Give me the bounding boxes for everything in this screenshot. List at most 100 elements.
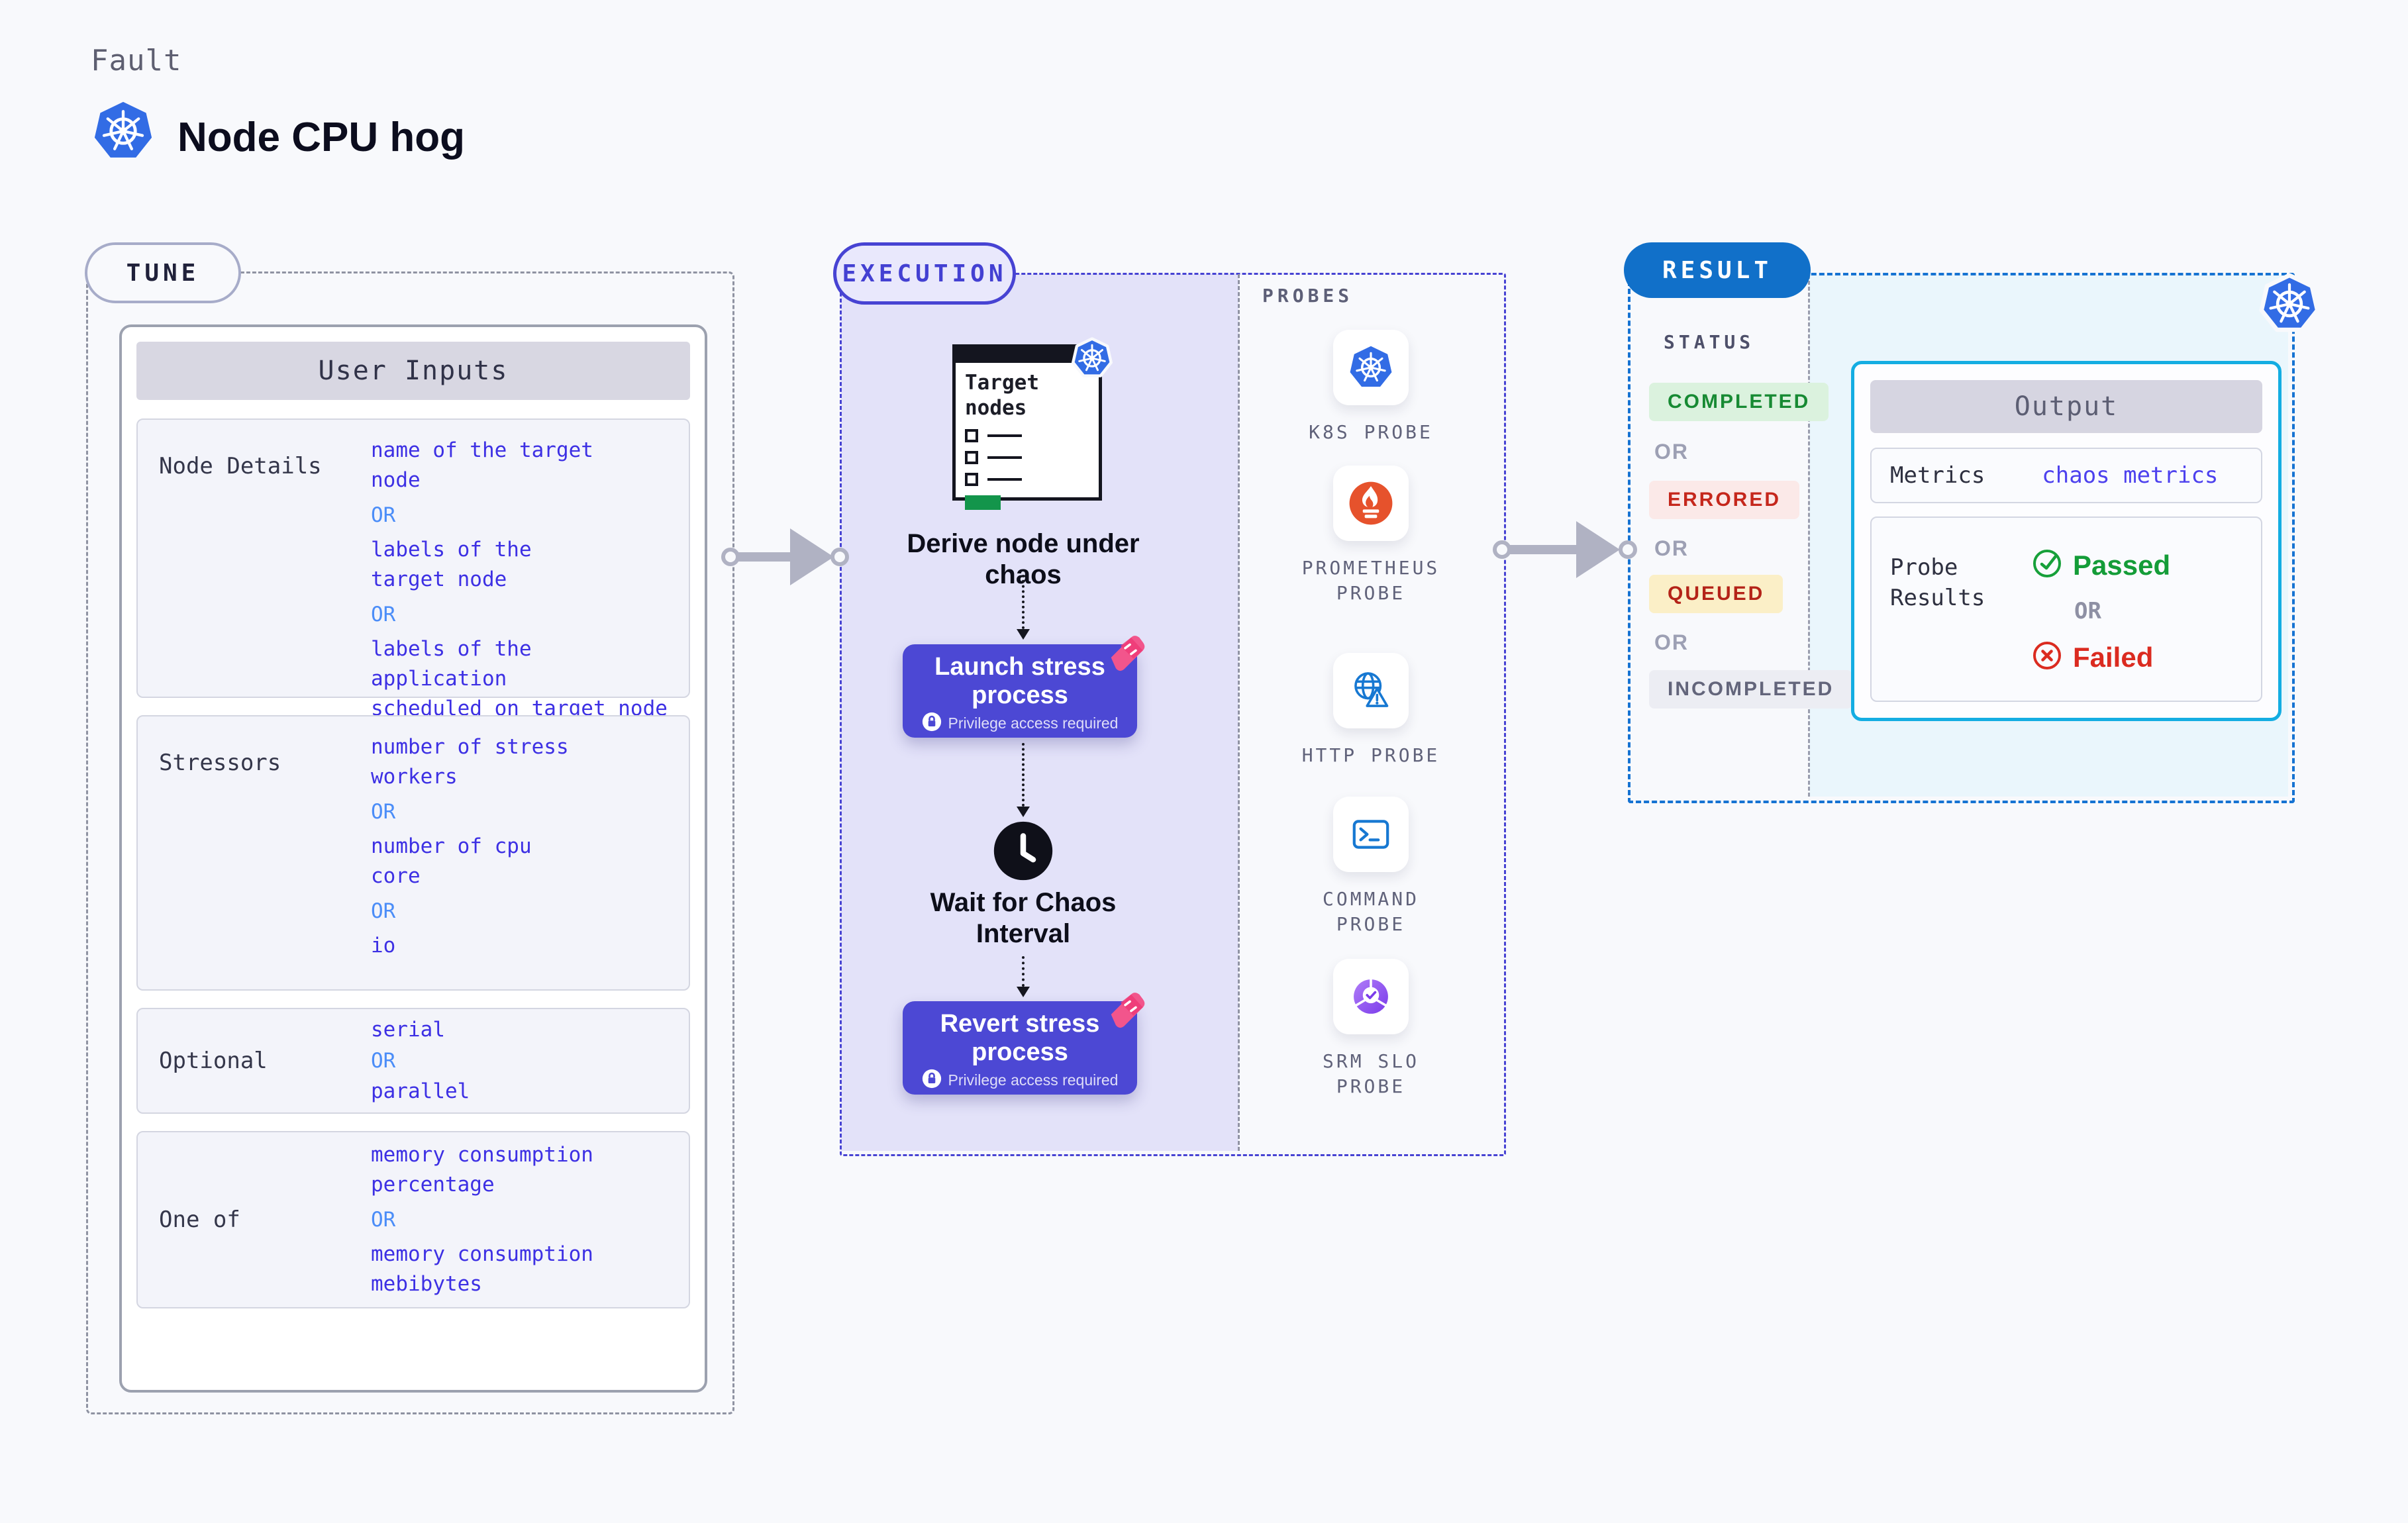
row-label: Stressors (159, 750, 281, 776)
or-separator: OR (2074, 598, 2101, 624)
lock-icon (922, 1069, 942, 1092)
probe-label: SRM SLO PROBE (1322, 1050, 1419, 1097)
select-button (965, 495, 1001, 510)
lock-icon (922, 712, 942, 735)
table-row-node-details: Node Details name of the target node OR … (136, 418, 690, 720)
revert-stress-process-step[interactable]: Revert stress process Privilege access r… (903, 993, 1145, 1095)
output-header: Output (1870, 380, 2262, 433)
kubernetes-icon (1071, 337, 1113, 379)
srm-slo-probe-icon (1333, 959, 1409, 1034)
privilege-note: Privilege access required (948, 714, 1119, 732)
row-value: labels of the target node (371, 538, 532, 591)
kubernetes-icon (2258, 273, 2321, 335)
http-probe-icon (1333, 653, 1409, 728)
flow-arrowhead (1017, 987, 1030, 997)
output-card: Output Metrics chaos metrics Probe Resul… (1851, 361, 2282, 721)
execution-probes-divider (1238, 274, 1240, 1151)
check-circle-icon (2032, 548, 2062, 582)
x-circle-icon (2032, 640, 2062, 674)
node-checkbox-row (965, 429, 1092, 442)
probe-results-row: Probe Results Passed OR (1870, 516, 2262, 702)
row-value: serial (371, 1018, 445, 1042)
flow-connector (1022, 956, 1025, 987)
metrics-value: chaos metrics (2042, 462, 2219, 489)
status-badge-queued: QUEUED (1649, 575, 1783, 613)
result-section (1628, 273, 2295, 803)
status-badge-completed: COMPLETED (1649, 383, 1829, 421)
kubernetes-icon (91, 99, 155, 163)
tune-to-execution-arrow (721, 527, 854, 587)
probe-item-srm-slo[interactable]: SRM SLO PROBE (1278, 959, 1464, 1099)
or-separator: OR (371, 899, 396, 923)
fault-eyebrow: Fault (91, 44, 182, 77)
or-separator: OR (1654, 536, 1689, 560)
target-nodes-card: Target nodes (952, 337, 1113, 510)
probe-label: COMMAND PROBE (1322, 888, 1419, 935)
node-checkbox-row (965, 451, 1092, 464)
tune-badge: TUNE (85, 242, 241, 303)
or-separator: OR (371, 1208, 396, 1232)
flow-arrowhead (1017, 807, 1030, 817)
row-value: parallel (371, 1079, 470, 1103)
status-badge-errored: ERRORED (1649, 481, 1800, 519)
metrics-row: Metrics chaos metrics (1870, 448, 2262, 503)
row-value: name of the target node (371, 438, 593, 492)
probe-label: PROMETHEUS PROBE (1301, 557, 1440, 604)
probe-item-prometheus[interactable]: PROMETHEUS PROBE (1278, 466, 1464, 606)
privilege-note: Privilege access required (948, 1071, 1119, 1089)
page-title: Node CPU hog (177, 115, 465, 160)
or-separator: OR (1654, 440, 1689, 464)
status-badge-incompleted: INCOMPLETED (1649, 670, 1853, 709)
probes-title: PROBES (1262, 285, 1354, 307)
status-title: STATUS (1664, 331, 1755, 353)
user-inputs-header: User Inputs (136, 342, 690, 400)
row-value: memory consumption mebibytes (371, 1242, 593, 1296)
target-nodes-title: Target nodes (965, 371, 1039, 420)
row-value: memory consumption percentage (371, 1143, 593, 1197)
metrics-label: Metrics (1890, 462, 1985, 489)
table-row-optional: Optional serial OR parallel (136, 1008, 690, 1114)
clock-icon (992, 820, 1054, 885)
probe-label: K8S PROBE (1309, 421, 1433, 443)
row-value: io (371, 934, 396, 958)
passed-label: Passed (2073, 549, 2171, 581)
execution-section (840, 273, 1506, 1156)
node-checkbox-row (965, 473, 1092, 486)
row-value: labels of the application scheduled on t… (371, 637, 668, 720)
wait-chaos-caption: Wait for Chaos Interval (930, 888, 1117, 948)
table-row-stressors: Stressors number of stress workers OR nu… (136, 715, 690, 991)
k8s-probe-icon (1333, 330, 1409, 405)
probe-results-label: Probe Results (1890, 554, 1985, 611)
derive-node-caption: Derive node under chaos (907, 529, 1140, 589)
flow-connector (1022, 743, 1025, 807)
chaos-ribbon-icon (1104, 989, 1146, 1032)
row-label: One of (159, 1206, 240, 1233)
probe-label: HTTP PROBE (1301, 744, 1440, 766)
launch-stress-process-step[interactable]: Launch stress process Privilege access r… (903, 636, 1145, 738)
or-separator: OR (1654, 630, 1689, 654)
tune-section (86, 271, 734, 1414)
execution-to-result-arrow (1493, 520, 1641, 579)
flow-connector (1022, 575, 1025, 629)
or-separator: OR (371, 800, 396, 824)
failed-label: Failed (2073, 641, 2154, 673)
probe-item-k8s[interactable]: K8S PROBE (1278, 330, 1464, 445)
passed-result: Passed (2032, 548, 2170, 582)
or-separator: OR (371, 503, 396, 527)
probe-item-command[interactable]: COMMAND PROBE (1278, 797, 1464, 937)
row-value: number of stress workers (371, 735, 569, 789)
probe-item-http[interactable]: HTTP PROBE (1278, 653, 1464, 768)
or-separator: OR (371, 603, 396, 626)
command-probe-icon (1333, 797, 1409, 872)
row-value: number of cpu core (371, 834, 532, 888)
table-row-one-of: One of memory consumption percentage OR … (136, 1131, 690, 1308)
row-label: Optional (159, 1048, 268, 1074)
step-title: Launch stress process (934, 653, 1105, 709)
result-badge: RESULT (1624, 242, 1811, 298)
execution-badge: EXECUTION (833, 242, 1016, 305)
prometheus-probe-icon (1333, 466, 1409, 541)
flow-arrowhead (1017, 629, 1030, 640)
step-title: Revert stress process (940, 1010, 1100, 1066)
chaos-ribbon-icon (1104, 632, 1146, 675)
